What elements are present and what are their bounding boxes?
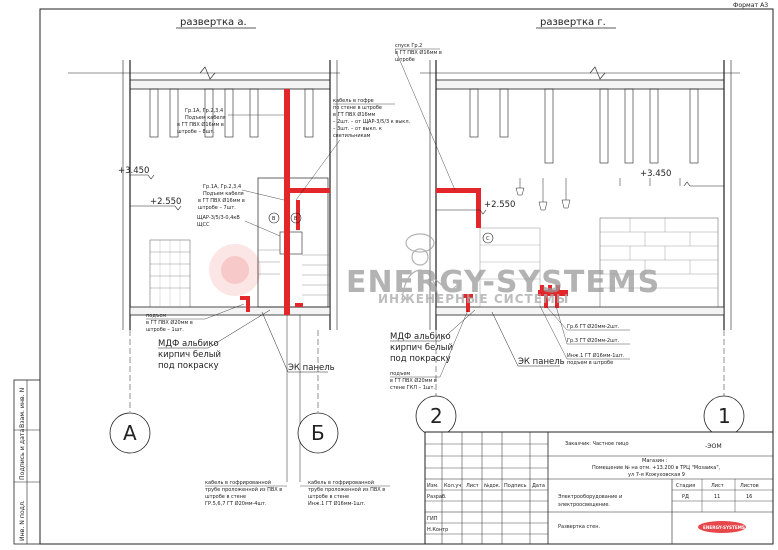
note-podem-left-l2: в ГТ ПВХ Ø20мм в [146,319,193,326]
note-inzh1-l2: подъем в штробе [567,360,613,366]
note-cable-bottom1-l1: кабель в гофрированной [205,479,271,486]
note-cable-l2: по стене в штробе [333,105,382,111]
note-gr1a-7-l2: Подъем кабеля [203,191,244,197]
stamp-label-stadia: Стадия [676,483,695,489]
note-gr1a-8-l2: Подъем кабеля [185,115,226,121]
svg-text:ENERGY-SYSTEMS: ENERGY-SYSTEMS [703,525,745,530]
note-ek-right: ЭК панель [518,357,565,367]
title-block: Заказчик: Частное лицо -ЭОМ Магазин : По… [424,431,774,545]
level-left-mid: +2.550 [150,197,181,207]
side-label-vzam: Взам. инв. N [19,387,26,428]
note-cable-bottom2-l4: Инж.1 ГТ Ø16мм-1шт. [308,500,366,507]
note-cable-l5: – 3шт. – от выкл. к [333,126,382,132]
note-shchar-l1: ЩАР-3/5/3-0,4кВ [197,215,240,221]
note-cable-bottom2-l1: кабель в гофрированной [308,479,374,486]
note-podem-left-l1: подъем [146,313,166,319]
note-spusk-l3: штробе [395,57,415,63]
side-label-podpis: Подпись и дата [19,429,26,480]
note-gr6: Гр.6 ГТ Ø20мм-2шт. [567,323,620,330]
stamp-col-data: Дата [532,483,545,489]
axis-a-label: А [123,421,137,445]
outer-frame [39,8,774,545]
note-podem-right-l3: стене ГКЛ – 1шт. [390,385,435,391]
annotations-right: спуск Гр.2 в ГТ ПВХ Ø16мм в штробе МДФ а… [390,43,630,391]
note-shchar-l2: ЩСС [197,222,210,228]
stamp-label-list: Лист [711,483,724,489]
note-cable-bottom1-l3: штробе в стене [205,494,246,500]
note-gr1a-8-l1: Гр.1А, Гр.2,3,4 [185,108,223,114]
note-inzh1-l1: Инж.1 ГТ Ø16мм-1шт. [567,352,625,359]
note-ek-left: ЭК панель [288,363,335,373]
side-stamp: Взам. инв. N Подпись и дата Инв. N подл. [13,379,41,545]
stamp-value-listov: 16 [746,494,752,500]
note-gr3: Гр.3 ГТ Ø20мм-2шт. [567,337,620,344]
note-gr1a-7-l3: в ГТ ПВХ Ø16мм в [198,197,245,204]
stamp-section-l1: Электрооборудование и [558,494,622,500]
stamp-role-gip: ГИП [427,516,438,522]
note-podem-right-l1: подъем [390,371,410,377]
stamp-label-listov: Листов [740,483,759,489]
note-gr1a-8-l4: штробе – 8шт. [177,129,215,135]
stamp-value-list: 11 [714,494,720,500]
left-elevation: В В +3.450 +2.550 [68,60,340,330]
note-cable-l3: в ГТ ПВХ Ø16мм [333,111,376,118]
view-title-g: развертка г. [540,17,606,28]
axis-1-label: 1 [718,404,731,428]
stamp-col-izm: Изм. [427,483,439,489]
note-gr1a-7-l1: Гр.1А, Гр.2,3,4 [203,184,241,190]
note-gr1a-7-l4: штробе – 7шт. [198,205,236,211]
note-mdf-left-l2: кирпич белый [158,350,221,360]
stamp-role-nkontr: Н.Контр [427,527,448,533]
note-mdf-right-l1: МДФ альбико [390,332,451,342]
stamp-section-l2: электроосвещение. [558,502,610,508]
stamp-sheet-title: Развертка стен. [558,524,601,530]
stamp-object-l3: ул 7-я Кожуховская 9 [628,472,685,478]
stamp-col-list: Лист [466,483,479,489]
note-cable-l1: кабель в гофре [333,98,374,104]
note-cable-l4: – 2шт. – от ЩАР-3/5/3 к выкл. [333,119,411,125]
note-podem-left-l3: штробе – 1шт. [146,327,184,333]
watermark: ENERGY-SYSTEMS ИНЖЕНЕРНЫЕ СИСТЕМЫ [346,233,660,306]
watermark-title: ENERGY-SYSTEMS [346,265,660,300]
engineer-figure-icon [401,233,457,301]
note-mdf-right-l2: кирпич белый [390,343,453,353]
level-right-top: +3.450 [640,169,671,179]
stamp-value-stadia: РД [682,494,689,500]
stamp-object-l1: Магазин : [642,458,668,464]
note-cable-bottom2-l3: штробе в стене [308,494,349,500]
stamp-col-koluch: Кол.уч [444,483,461,489]
note-spusk-l2: в ГТ ПВХ Ø16мм в [395,49,442,56]
note-cable-bottom2-l2: трубе проложенной из ПВХ в [308,486,385,493]
stamp-customer: Заказчик: Частное лицо [565,441,629,447]
stamp-role-razrab: Разраб. [427,494,447,500]
right-elevation: С +3.450 +2.550 [420,60,740,330]
watermark-subtitle: ИНЖЕНЕРНЫЕ СИСТЕМЫ [378,292,569,306]
stamp-col-ndok: №док. [484,483,501,489]
marker-b-1: В [272,216,276,222]
side-label-inv: Инв. N подл. [19,500,26,541]
format-label: Формат А3 [733,2,768,9]
axis-b-label: Б [311,421,325,445]
level-left-top: +3.450 [118,166,149,176]
note-cable-bottom1-l4: ГР.5,6,7 ГТ Ø20мм-4шт. [205,500,267,507]
note-mdf-left-l3: под покраску [158,361,219,371]
stamp-code: -ЭОМ [705,443,722,450]
note-podem-right-l2: в ГТ ПВХ Ø20мм в [390,377,437,384]
note-cable-bottom1-l2: трубе проложенной из ПВХ в [205,486,282,493]
company-logo: ENERGY-SYSTEMS [698,521,746,533]
marker-c: С [486,236,490,242]
note-gr1a-8-l3: в ГТ ПВХ Ø16мм в [177,121,224,128]
annotations-left: Гр.1А, Гр.2,3,4 Подъем кабеля в ГТ ПВХ Ø… [146,98,411,507]
note-spusk-l1: спуск Гр.2 [395,43,422,49]
note-cable-l6: светильникам [333,133,371,139]
stamp-object-l2: Помещение № на отм. +13.200 в ТРЦ "Мозаи… [592,465,721,471]
stamp-col-podpis: Подпись [504,483,527,489]
level-right-mid: +2.550 [484,200,515,210]
note-mdf-right-l3: под покраску [390,354,451,364]
axis-2-label: 2 [430,404,443,428]
view-title-a: развертка а. [180,17,247,28]
note-mdf-left-l1: МДФ альбико [158,339,219,349]
marker-b-2: В [294,216,298,222]
